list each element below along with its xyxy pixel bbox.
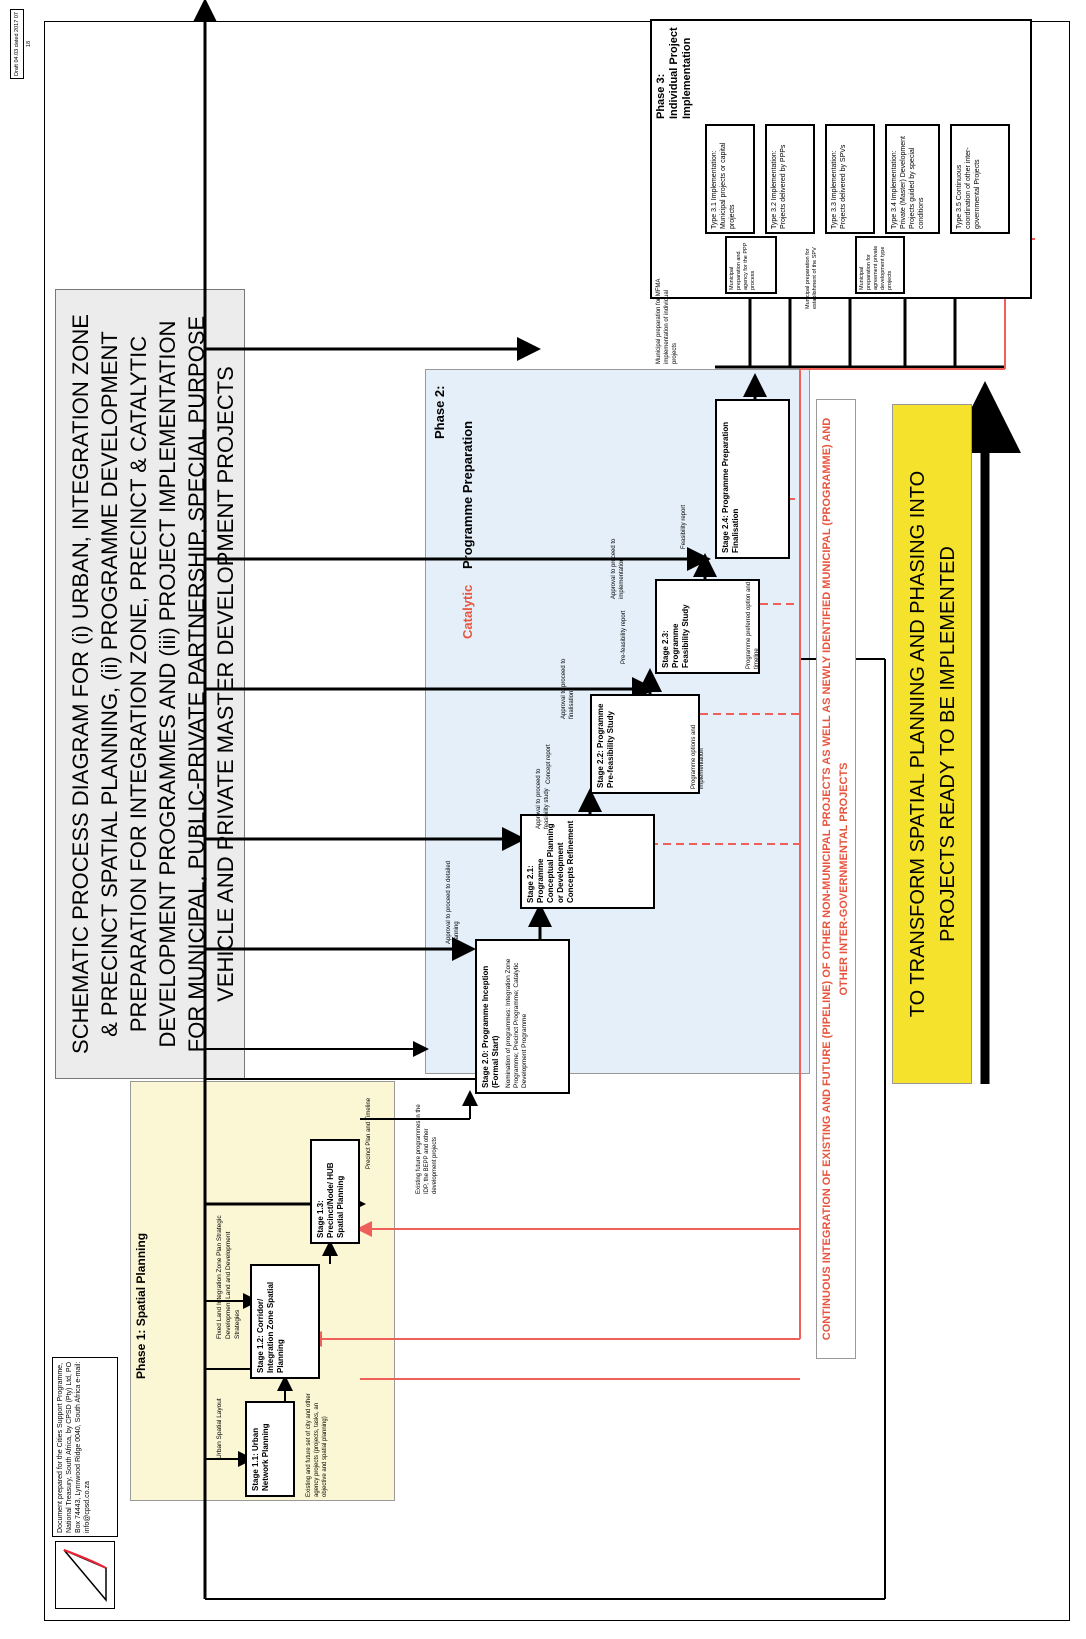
note-feas: Feasibility report (681, 504, 687, 549)
phase3-label-a: Municipal preparation for MFMA implement… (656, 278, 678, 364)
stage-2-2-box: Stage 2.2: Programme Pre-feasibility Stu… (590, 694, 700, 794)
stage-2-0-title: Stage 2.0: Programme Inception (Formal S… (481, 965, 500, 1088)
stage-1-3-box: Stage 1.3: Precinct/Node/ HUB Spatial Pl… (310, 1139, 360, 1244)
note-prog-preferred: Programme preferred option and timeline (746, 581, 760, 669)
type-3-1-box: Type 3.1 Implementation: Municipal proje… (705, 124, 755, 234)
type-3-2-box: Type 3.2 Implementation: Projects delive… (765, 124, 815, 234)
phase3-title: Phase 3: Individual Project Implementati… (655, 27, 693, 119)
note-2-1: Approval to proceed to detailed planning (446, 860, 460, 944)
stage-2-0-notes: Nomination of programmes: Integration Zo… (505, 958, 528, 1088)
note-2-4: Approval to proceed to implementation (611, 538, 625, 599)
label-fixed-land: Fixed Land Integration Zone Plan Strateg… (216, 1215, 241, 1339)
phase3-label-d: Municipal preparation for agreement priv… (855, 236, 905, 294)
stage-2-4-box: Stage 2.4: Programme Preparation Finalis… (715, 399, 790, 559)
type-3-5-box: Type 3.5 Continuous coordination of othe… (950, 124, 1010, 234)
type-3-3-box: Type 3.3 Implementation: Projects delive… (825, 124, 875, 234)
note-prog-options: Programme options and implementation (691, 724, 705, 789)
type-3-4-box: Type 3.4 Implementation: Private (Master… (885, 124, 940, 234)
logo-box (55, 1541, 115, 1609)
yellow-banner: TO TRANSFORM SPATIAL PLANNING AND PHASIN… (892, 404, 972, 1084)
note-precinct-plan: Precinct Plan and Timeline (366, 1097, 372, 1169)
phase3-label-c: Municipal preparation for establishment … (805, 247, 818, 309)
stage-2-0-box: Stage 2.0: Programme Inception (Formal S… (475, 939, 570, 1094)
label-existing-cities: Existing and future set of city and othe… (306, 1393, 328, 1497)
stage-1-2-box: Stage 1.2: Corridor/ Integration Zone Sp… (250, 1264, 320, 1379)
note-existing-future: Existing future programmes in the IDP, t… (416, 1104, 438, 1194)
bottom-red-text: CONTINUOUS INTEGRATION OF EXISTING AND F… (816, 399, 856, 1359)
stage-1-1-box: Stage 1.1: Urban Network Planning (245, 1401, 295, 1497)
note-2-3: Approval to proceed to finalisation (561, 658, 575, 719)
phase3-label-b: Municipal preparation and agency for the… (725, 236, 777, 294)
label-urban-spatial: Urban Spatial Layout (216, 1398, 223, 1459)
note-prefeas: Pre-feasibility report (621, 610, 627, 664)
logo-icon (63, 1549, 107, 1603)
note-concept: Concept report (546, 744, 552, 784)
